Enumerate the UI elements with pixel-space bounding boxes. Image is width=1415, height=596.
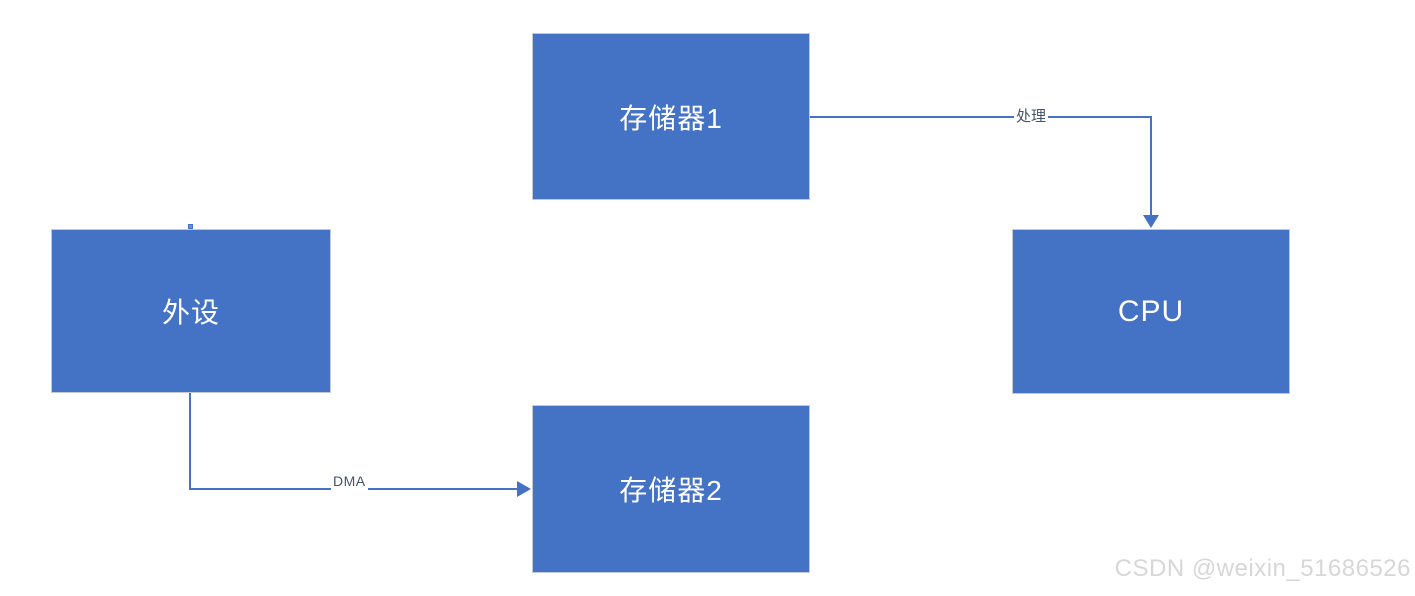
edge-memory1-cpu-horizontal-segment bbox=[810, 116, 1151, 118]
node-memory1: 存储器1 bbox=[532, 33, 810, 200]
node-memory2: 存储器2 bbox=[532, 405, 810, 573]
node-memory1-label: 存储器1 bbox=[619, 102, 723, 134]
connector-stub bbox=[188, 224, 193, 229]
watermark: CSDN @weixin_51686526 bbox=[1114, 555, 1411, 582]
arrowhead-down-icon bbox=[1143, 215, 1159, 228]
node-peripheral: 外设 bbox=[51, 229, 331, 393]
edge-peripheral-memory2-vertical-segment bbox=[189, 393, 191, 490]
node-peripheral-label: 外设 bbox=[161, 297, 220, 328]
node-cpu: CPU bbox=[1012, 229, 1290, 394]
edge-memory1-cpu-vertical-segment bbox=[1150, 116, 1152, 217]
edge-label-process: 处理 bbox=[1014, 106, 1049, 127]
node-memory2-label: 存储器2 bbox=[619, 475, 723, 506]
node-cpu-label: CPU bbox=[1117, 294, 1185, 328]
arrowhead-right-icon bbox=[517, 481, 531, 497]
edge-label-dma: DMA bbox=[331, 472, 368, 492]
